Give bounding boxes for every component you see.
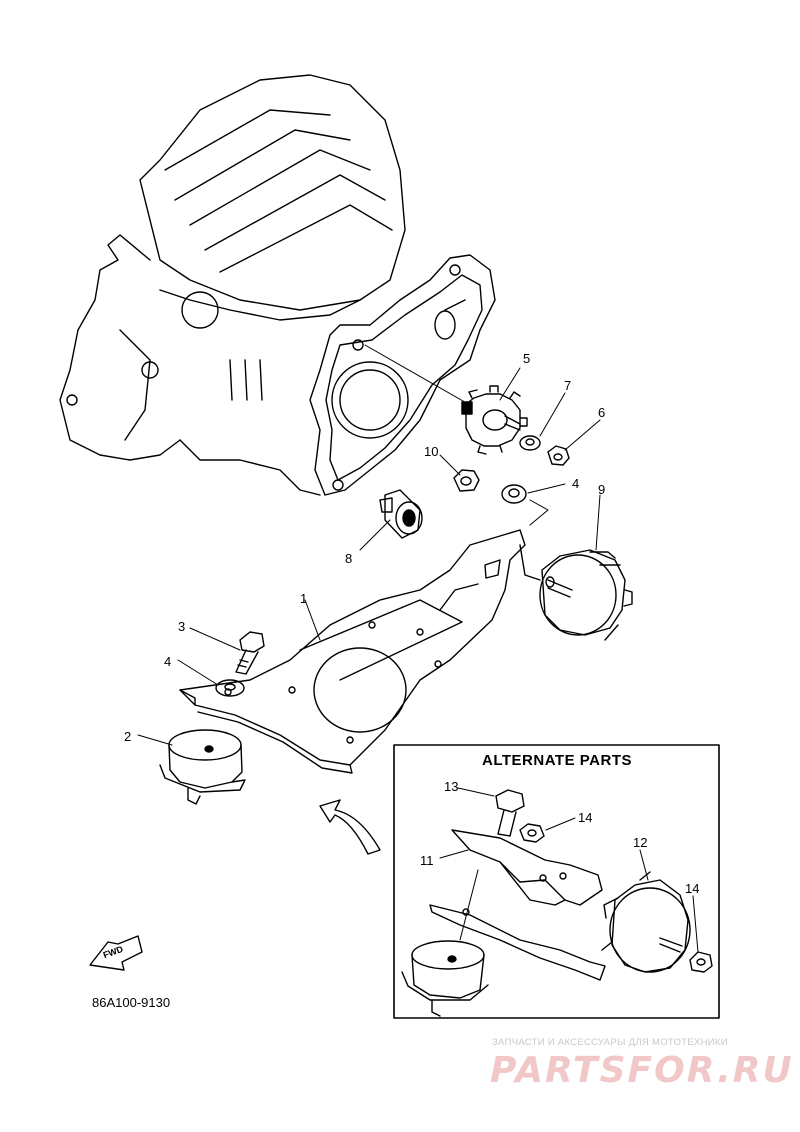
callout-4-lower: 4 [164,654,172,669]
callout-9: 9 [598,482,606,497]
engine-block [59,74,496,496]
part-3-bolt [235,631,265,675]
part-7-nut [547,445,570,466]
part-4-washer-lower [215,679,245,697]
callout-2: 2 [124,729,132,744]
part-6-collar [379,489,423,539]
alternate-parts-box [393,744,720,1019]
callout-6: 8 [345,551,353,566]
part-4-washer-upper [501,484,527,504]
watermark-tagline: ЗАПЧАСТИ И АКСЕССУАРЫ ДЛЯ МОТОТЕХНИКИ [492,1037,728,1048]
part-1-bracket [179,529,541,774]
part-10-nut [453,469,480,492]
alternate-parts-title: ALTERNATE PARTS [482,752,632,769]
callout-7: 6 [598,405,606,420]
callout-10: 10 [424,444,439,459]
callout-4-upper: 4 [572,476,580,491]
callout-11: 11 [420,853,434,868]
callout-8: 7 [564,378,572,393]
part-code: 86A100-9130 [92,995,171,1010]
part-5-damper [461,385,528,455]
watermark-logo: PARTSFOR.RU [490,1050,794,1091]
callout-14-upper: 14 [578,810,593,825]
part-9-mount [539,549,633,641]
callout-1: 1 [300,591,308,606]
direction-arrow [319,799,381,855]
callout-14-right: 14 [685,881,700,896]
callout-13: 13 [444,779,459,794]
part-2-mount [159,729,246,805]
fwd-arrow [89,935,143,971]
callout-12: 12 [633,835,648,850]
callout-5: 5 [523,351,531,366]
callout-3: 3 [178,619,186,634]
part-8-washer [519,435,541,451]
leader-lines [137,367,601,746]
